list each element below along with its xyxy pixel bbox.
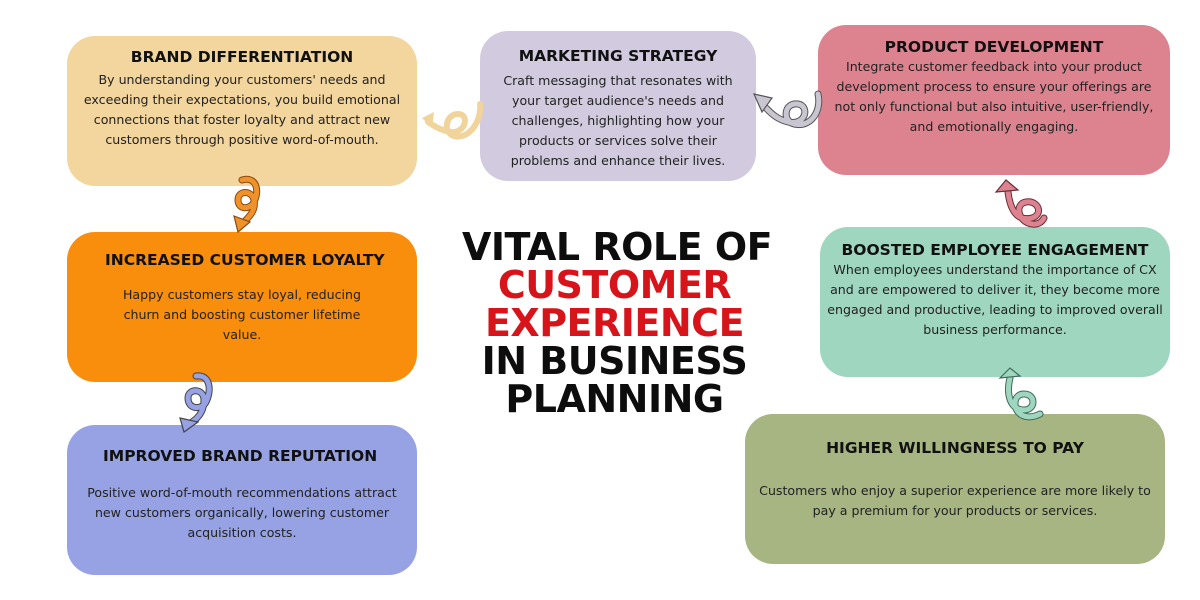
title-line-3: EXPERIENCE xyxy=(484,301,745,345)
card-heading: HIGHER WILLINGNESS TO PAY xyxy=(826,439,1084,457)
card-body: Integrate customer feedback into your pr… xyxy=(834,59,1154,134)
card-body: Happy customers stay loyal, reducing chu… xyxy=(122,287,362,342)
card-improved-brand-reputation: IMPROVED BRAND REPUTATION Positive word-… xyxy=(67,425,417,575)
card-body: Positive word-of-mouth recommendations a… xyxy=(87,485,397,540)
loop-arrow-icon xyxy=(998,366,1046,422)
card-brand-differentiation: BRAND DIFFERENTIATION By understanding y… xyxy=(67,36,417,186)
card-heading: PRODUCT DEVELOPMENT xyxy=(884,38,1104,56)
card-heading: BRAND DIFFERENTIATION xyxy=(130,48,354,66)
loop-arrow-icon xyxy=(178,372,218,434)
loop-arrow-icon xyxy=(228,175,268,234)
card-heading: IMPROVED BRAND REPUTATION xyxy=(103,447,378,465)
card-increased-customer-loyalty: INCREASED CUSTOMER LOYALTY Happy custome… xyxy=(67,232,417,382)
card-body: By understanding your customers' needs a… xyxy=(83,72,401,147)
card-heading: MARKETING STRATEGY xyxy=(518,47,718,65)
card-body: Customers who enjoy a superior experienc… xyxy=(759,483,1151,518)
card-product-development: PRODUCT DEVELOPMENT Integrate customer f… xyxy=(818,25,1170,175)
card-higher-willingness-to-pay: HIGHER WILLINGNESS TO PAY Customers who … xyxy=(745,414,1165,564)
card-heading: BOOSTED EMPLOYEE ENGAGEMENT xyxy=(841,241,1149,259)
loop-arrow-icon xyxy=(752,88,824,132)
card-heading: INCREASED CUSTOMER LOYALTY xyxy=(105,251,385,269)
title-line-4: IN BUSINESS xyxy=(481,339,748,383)
loop-arrow-icon xyxy=(420,100,484,144)
card-marketing-strategy: MARKETING STRATEGY Craft messaging that … xyxy=(480,31,756,181)
page-title: VITAL ROLE OF CUSTOMER EXPERIENCE IN BUS… xyxy=(462,225,773,421)
card-body: When employees understand the importance… xyxy=(827,262,1163,337)
card-body: Craft messaging that resonates with your… xyxy=(503,73,733,168)
title-line-5: PLANNING xyxy=(505,377,724,421)
card-boosted-employee-engagement: BOOSTED EMPLOYEE ENGAGEMENT When employe… xyxy=(820,227,1170,377)
loop-arrow-icon xyxy=(992,178,1048,230)
title-line-2: CUSTOMER xyxy=(497,263,732,307)
title-line-1: VITAL ROLE OF xyxy=(462,225,773,269)
